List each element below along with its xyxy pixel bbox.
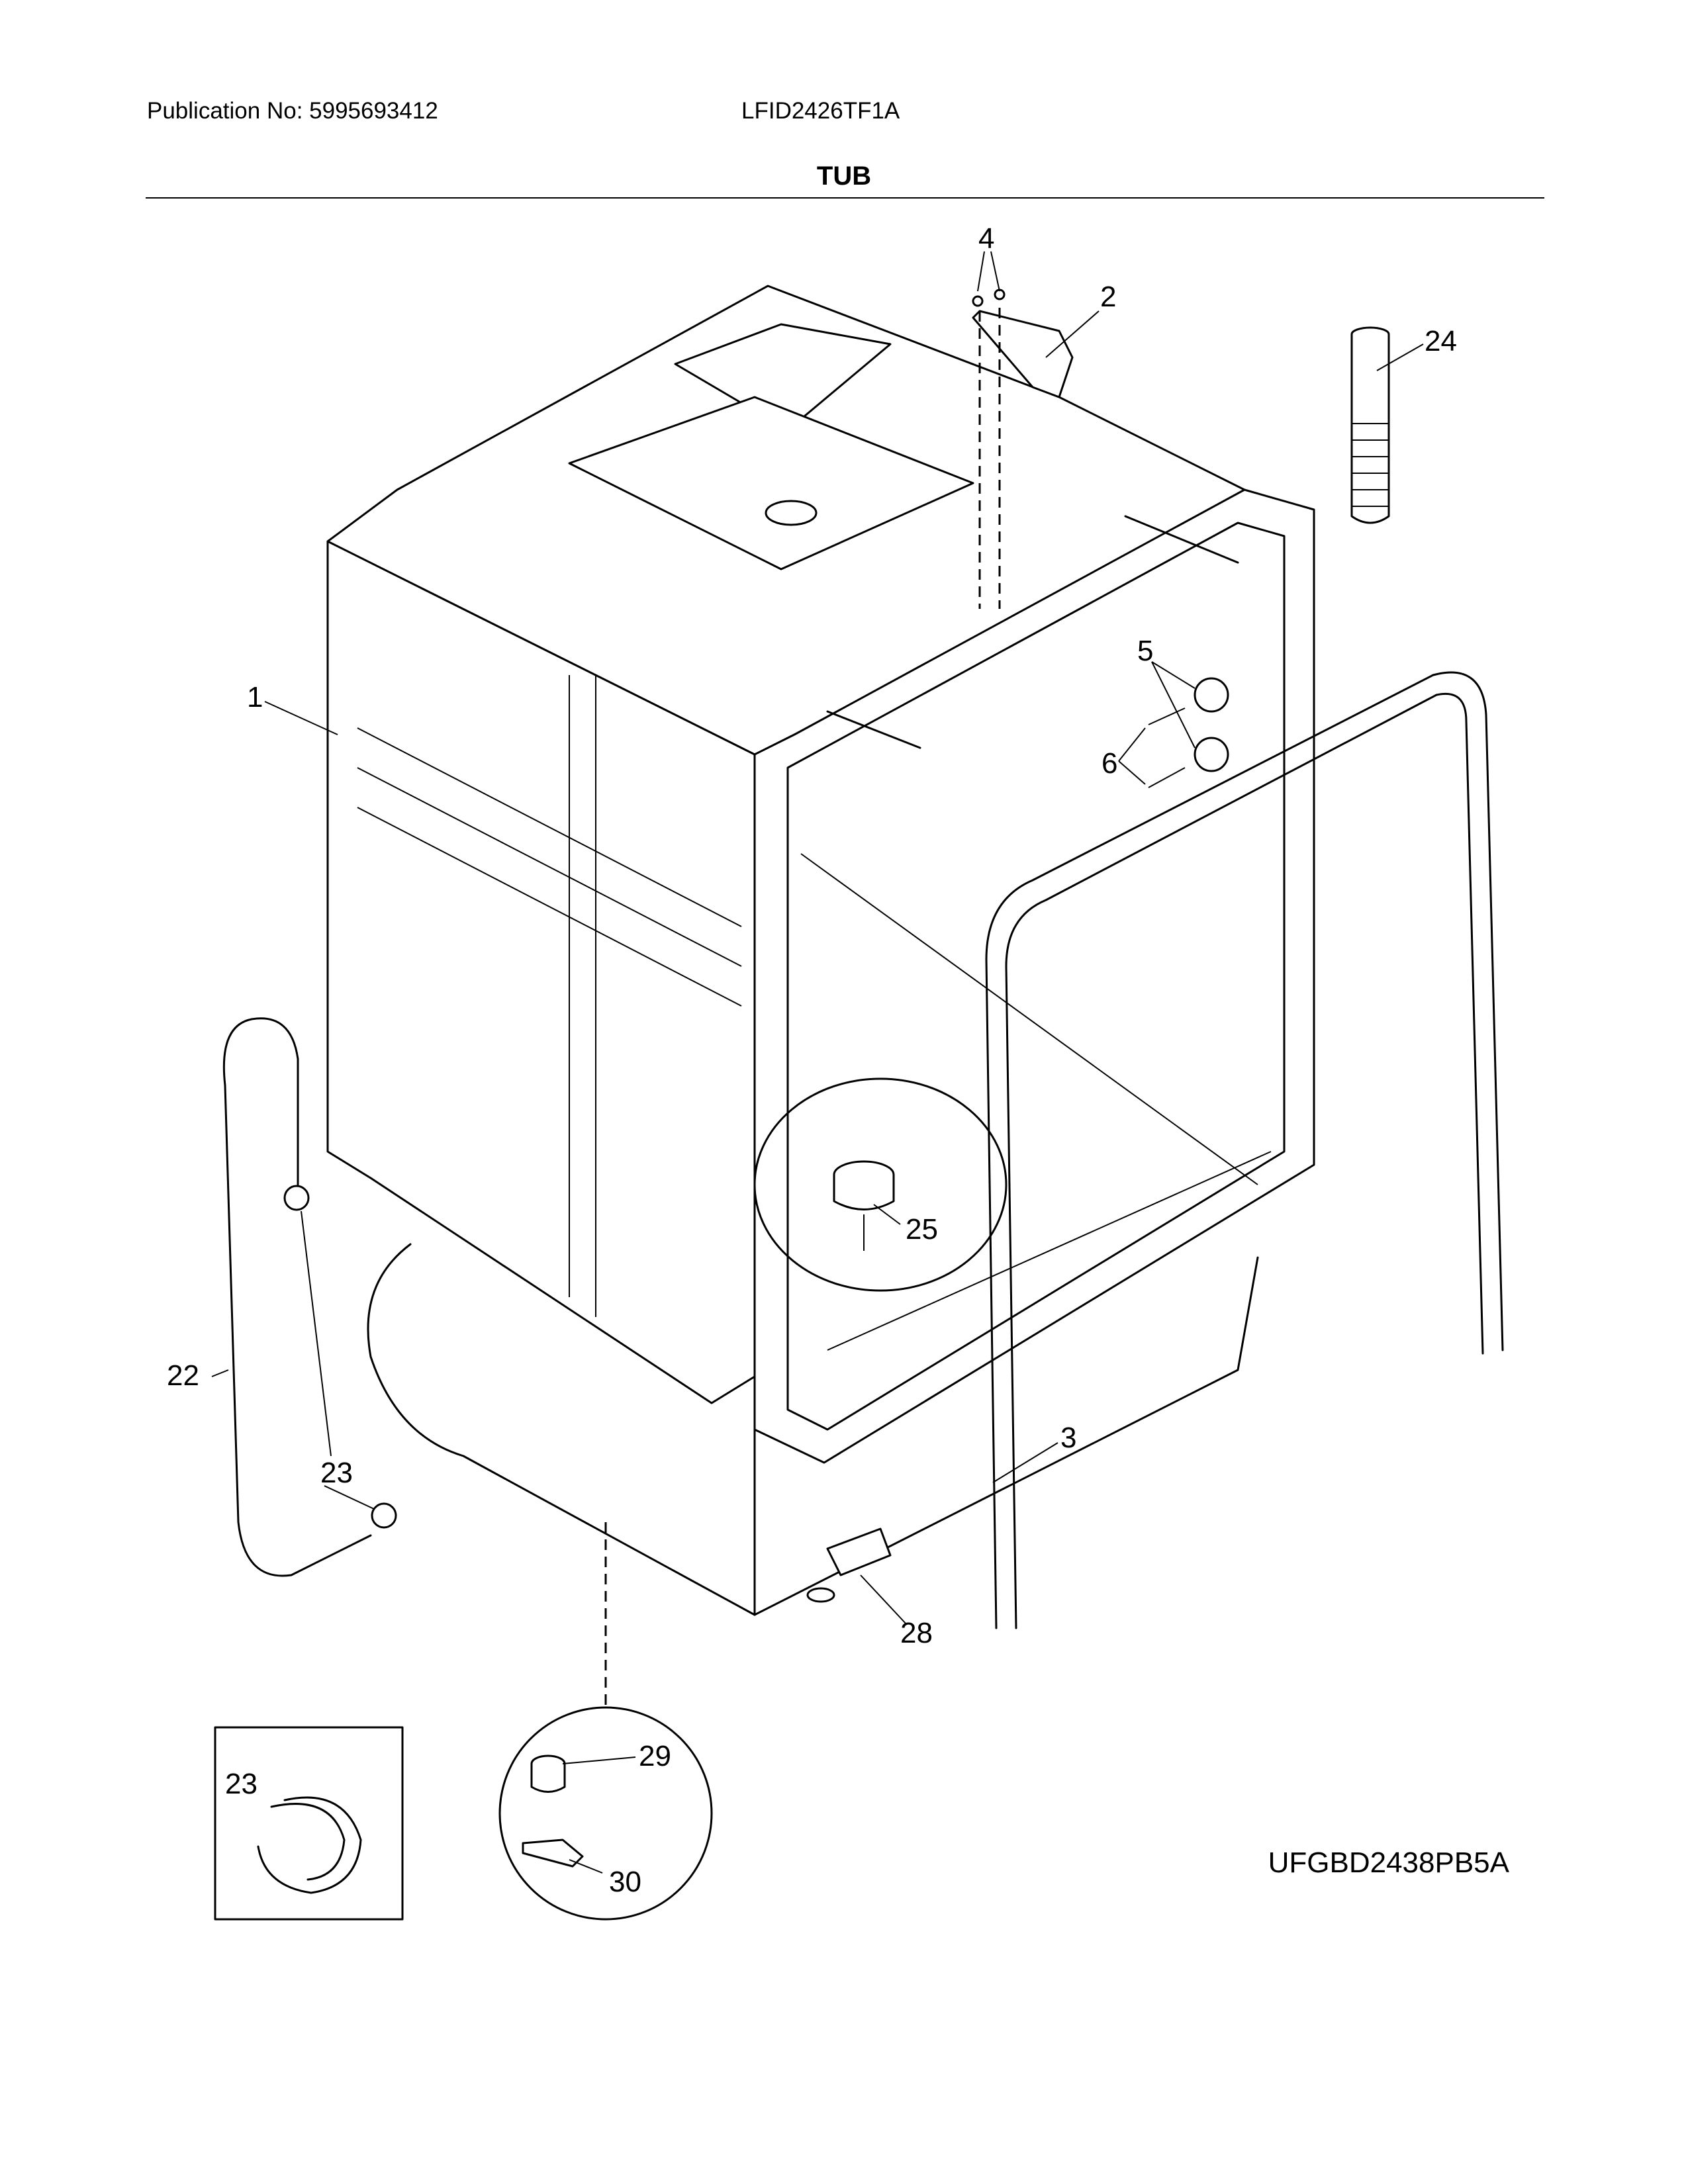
callout-29: 29 — [639, 1740, 671, 1772]
clamp-detail — [257, 1796, 362, 1894]
hose-clamp-upper — [283, 1185, 310, 1211]
callout-6: 6 — [1102, 747, 1117, 780]
grommet-lower — [1194, 737, 1229, 772]
tub-bracket — [972, 310, 1074, 398]
door-seal — [985, 671, 1504, 1629]
callout-22: 22 — [167, 1359, 199, 1392]
detail-box — [214, 1726, 404, 1921]
float-switch — [826, 1527, 892, 1576]
callout-24: 24 — [1425, 325, 1457, 357]
callout-1: 1 — [247, 681, 263, 713]
leader-lines — [211, 251, 1424, 1874]
sump-ring — [753, 1077, 1008, 1292]
callout-30: 30 — [609, 1866, 641, 1898]
hose-clamp-lower — [371, 1502, 397, 1529]
vent-hose — [222, 1017, 372, 1577]
tub-assembly — [326, 285, 1315, 1464]
grommet-upper — [1194, 677, 1229, 713]
model-number: LFID2426TF1A — [741, 98, 900, 124]
drain-hose-adapter — [1350, 326, 1390, 524]
screw-icon — [972, 295, 984, 307]
header-divider — [146, 197, 1544, 199]
section-title: TUB — [816, 161, 872, 191]
callout-2: 2 — [1100, 281, 1116, 313]
detail-circle — [498, 1706, 713, 1921]
screw-icon — [994, 289, 1006, 300]
float-assembly — [833, 1160, 895, 1251]
tub-top-recess — [568, 396, 974, 570]
base-frame — [367, 1243, 1259, 1616]
switch-cap — [806, 1587, 835, 1603]
publication-number: Publication No: 5995693412 — [147, 98, 438, 124]
callout-5: 5 — [1137, 635, 1153, 667]
callout-23-main: 23 — [320, 1457, 353, 1489]
callout-3: 3 — [1060, 1422, 1076, 1454]
tub-top-vent-hole — [765, 500, 818, 526]
callout-28: 28 — [900, 1617, 933, 1649]
callout-25: 25 — [906, 1213, 938, 1246]
diagram-code: UFGBD2438PB5A — [1268, 1846, 1509, 1879]
float-bracket — [522, 1839, 584, 1868]
callout-23-detail: 23 — [225, 1768, 258, 1800]
callout-4: 4 — [978, 222, 994, 255]
